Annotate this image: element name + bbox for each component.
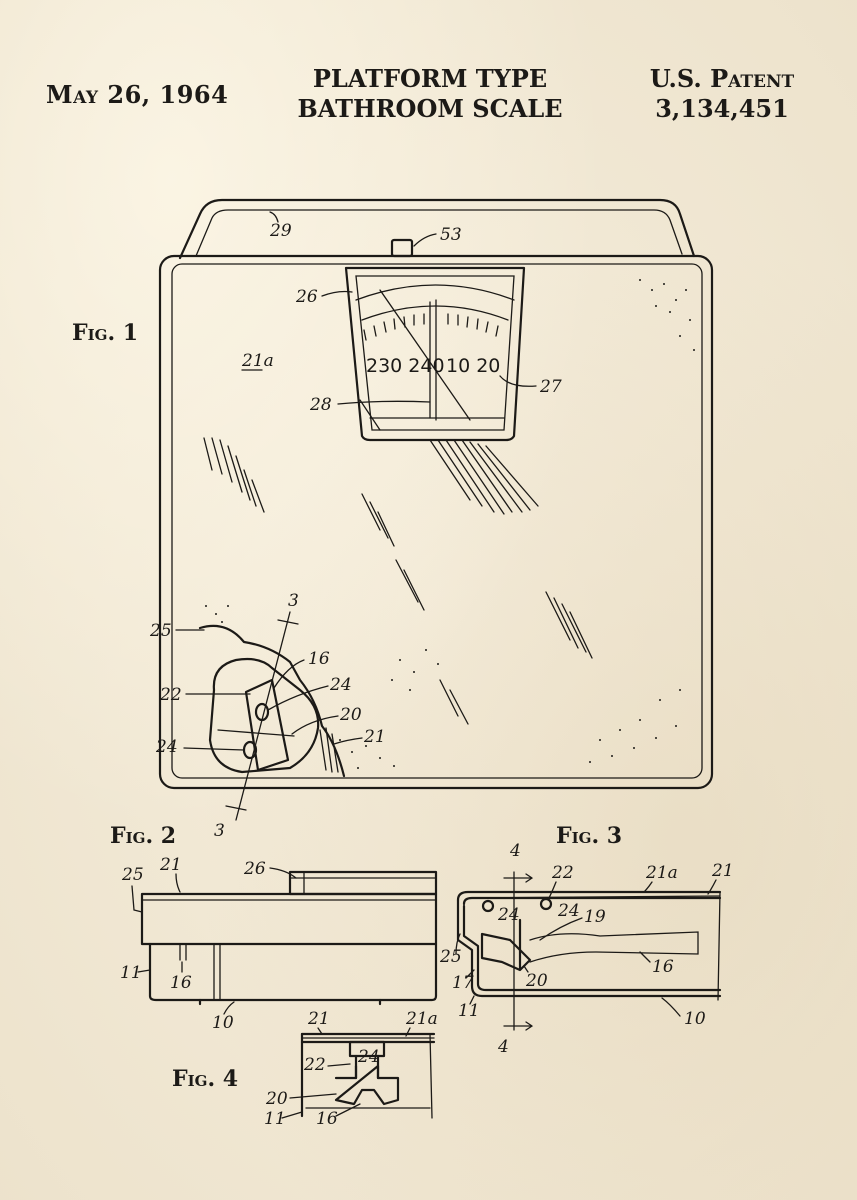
patent-date: May 26, 1964 [46, 80, 229, 109]
title-line-1: PLATFORM TYPE [312, 64, 548, 93]
ref-21-fig3: 21 [711, 861, 734, 881]
dial-numbers-left: 230 240 [366, 355, 445, 377]
ref-21a: 21a [241, 351, 274, 371]
ref-4-bottom: 4 [497, 1037, 509, 1057]
ref-22-fig4: 22 [303, 1055, 326, 1075]
patent-label: U.S. Patent [649, 64, 795, 93]
ref-20-fig3: 20 [525, 971, 548, 991]
ref-25: 25 [149, 621, 172, 641]
ref-10-fig3: 10 [684, 1009, 706, 1029]
fig2-label: Fig. 2 [110, 823, 177, 849]
ref-25-fig3: 25 [439, 947, 462, 967]
ref-28: 28 [309, 395, 332, 415]
ref-26-fig2: 26 [243, 859, 266, 879]
ref-3-top: 3 [288, 591, 299, 611]
ref-25-fig2: 25 [121, 865, 144, 885]
ref-16: 16 [308, 649, 330, 669]
ref-27: 27 [539, 377, 562, 397]
fig2-side-view [140, 870, 438, 1006]
ref-21a-fig3: 21a [645, 863, 678, 883]
ref-11-fig3: 11 [458, 1001, 480, 1021]
ref-53: 53 [440, 225, 462, 245]
ref-21-fig4: 21 [307, 1009, 330, 1029]
ref-20: 20 [339, 705, 362, 725]
ref-21-fig2: 21 [159, 855, 182, 875]
fig3-label: Fig. 3 [556, 823, 623, 849]
ref-26: 26 [295, 287, 318, 307]
ref-21a-fig4: 21a [405, 1009, 438, 1029]
ref-4-top: 4 [509, 841, 521, 861]
ref-3-bottom: 3 [214, 821, 225, 841]
ref-24-fig4: 24 [357, 1047, 380, 1067]
ref-19: 19 [584, 907, 606, 927]
ref-16-fig3: 16 [652, 957, 674, 977]
title-line-2: BATHROOM SCALE [297, 94, 563, 123]
fig1-label: Fig. 1 [72, 320, 139, 346]
ref-24-b: 24 [155, 737, 178, 757]
dial-numbers-right: 10 20 [446, 355, 500, 377]
fig4-label: Fig. 4 [172, 1066, 239, 1092]
fig1-scale-top-view: 230 240 10 20 [158, 198, 714, 821]
ref-21: 21 [363, 727, 386, 747]
ref-22: 22 [159, 685, 182, 705]
ref-29: 29 [269, 221, 292, 241]
fig4-section-view [300, 1032, 436, 1119]
fig3-section-view [456, 871, 722, 1031]
ref-16-fig4: 16 [316, 1109, 338, 1129]
ref-16-fig2: 16 [170, 973, 192, 993]
ref-20-fig4: 20 [265, 1089, 288, 1109]
ref-24-a: 24 [329, 675, 352, 695]
patent-number: 3,134,451 [655, 94, 789, 123]
ref-22-fig3: 22 [551, 863, 574, 883]
ref-17: 17 [452, 973, 474, 993]
patent-title: PLATFORM TYPE BATHROOM SCALE [260, 64, 600, 124]
ref-11-fig2: 11 [120, 963, 142, 983]
patent-info: U.S. Patent 3,134,451 [612, 64, 832, 124]
ref-24-fig3a: 24 [497, 905, 520, 925]
ref-24-fig3b: 24 [557, 901, 580, 921]
ref-11-fig4: 11 [264, 1109, 286, 1129]
ref-10-fig2: 10 [212, 1013, 234, 1033]
